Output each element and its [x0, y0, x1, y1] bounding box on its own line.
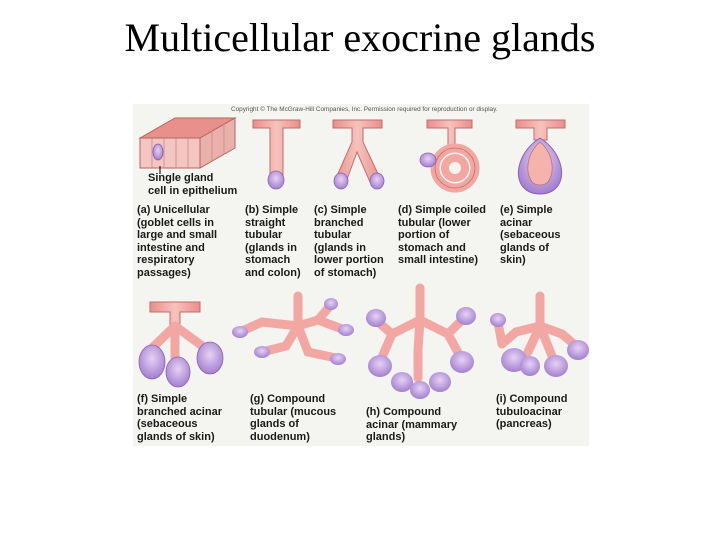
simple-acinar	[515, 119, 566, 195]
simple-coiled-tubular	[419, 119, 480, 193]
compound-tubuloacinar	[490, 291, 589, 377]
copyright-notice: Copyright © The McGraw-Hill Companies, I…	[231, 106, 498, 113]
caption-e-simple-acinar: (e) Simple acinar (sebaceous glands of s…	[500, 204, 561, 267]
caption-d-simple-coiled-tubular: (d) Simple coiled tubular (lower portion…	[398, 204, 487, 267]
simple-branched-acinar	[138, 301, 224, 388]
slide-title: Multicellular exocrine glands	[124, 15, 596, 60]
caption-single-gland-cell: Single gland cell in epithelium	[148, 172, 238, 197]
unicellular-epithelium	[138, 117, 237, 174]
caption-c-simple-branched-tubular: (c) Simple branched tubular (glands in l…	[314, 204, 384, 279]
compound-acinar	[366, 283, 476, 399]
caption-g-compound-tubular: (g) Compound tubular (mucous glands of d…	[250, 393, 337, 443]
caption-a-unicellular: (a) Unicellular (goblet cells in large a…	[137, 204, 218, 279]
simple-straight-tubular	[252, 119, 301, 190]
compound-tubular	[232, 291, 354, 365]
simple-branched-tubular	[332, 119, 385, 190]
caption-f-simple-branched-acinar: (f) Simple branched acinar (sebaceous gl…	[137, 393, 222, 443]
caption-h-compound-acinar: (h) Compound acinar (mammary glands)	[366, 406, 458, 444]
caption-b-simple-straight-tubular: (b) Simple straight tubular (glands in s…	[245, 204, 301, 279]
caption-i-compound-tubuloacinar: (i) Compound tubuloacinar (pancreas)	[496, 393, 568, 431]
